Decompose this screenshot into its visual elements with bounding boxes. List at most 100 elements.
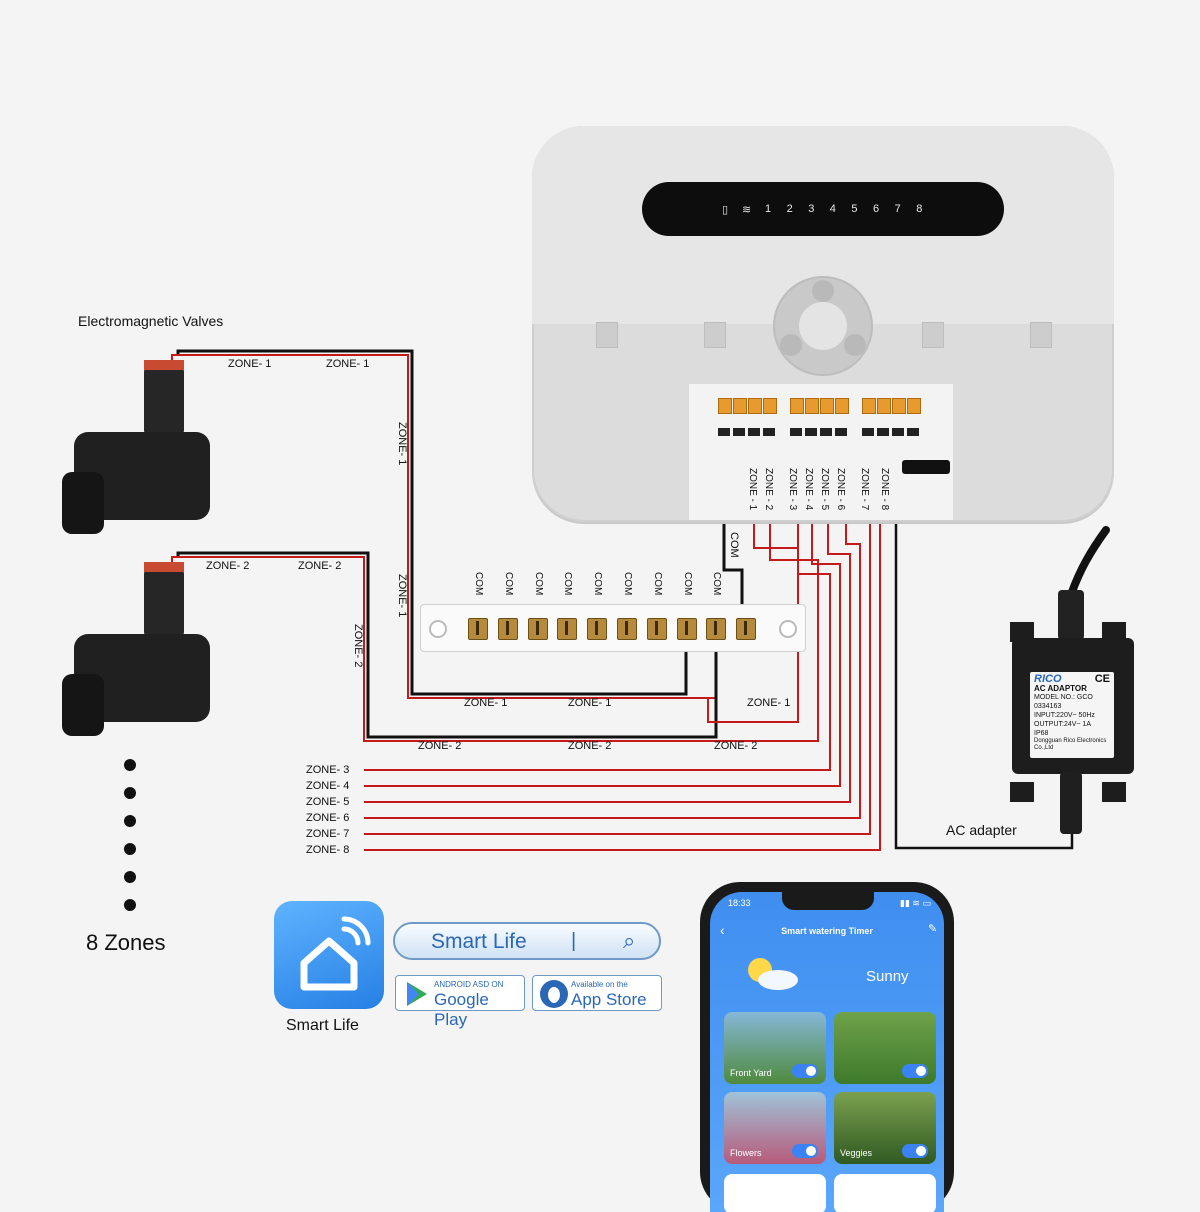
back-icon[interactable]: ‹ [720, 922, 725, 938]
bus-com-label: COM [592, 572, 604, 596]
adapter-cable-strain-relief [1058, 590, 1084, 640]
label-zone1-vertical-b: ZONE- 1 [396, 574, 408, 618]
display-digit: 4 [829, 203, 836, 215]
valve-2-solenoid [144, 568, 184, 638]
zones-caption: 8 Zones [86, 930, 166, 955]
terminal-label: ZONE - 3 [787, 468, 798, 511]
pad-up-button[interactable] [812, 280, 834, 302]
bus-com-label: COM [562, 572, 574, 596]
bus-terminal [587, 618, 608, 640]
wire-terminal [877, 398, 891, 414]
smart-life-app-icon[interactable] [274, 901, 384, 1009]
bus-com-label: COM [681, 572, 693, 596]
wire-terminal [835, 398, 849, 414]
pad-left-button[interactable] [780, 334, 802, 356]
wire-zone3 [364, 432, 831, 771]
terminal-screw [790, 428, 802, 436]
wire-adapter [894, 472, 1074, 850]
display-digit: 7 [894, 203, 901, 215]
control-pad-center-button[interactable] [799, 302, 847, 350]
wire-terminal [748, 398, 762, 414]
valve-2-pipe [62, 674, 104, 736]
app-search-text: Smart Life [431, 930, 527, 953]
valve-1-cap [144, 360, 184, 370]
zone-tile-front-yard[interactable]: Front Yard [724, 1012, 826, 1084]
ellipsis-dot [124, 815, 136, 827]
edit-icon[interactable]: ✎ [928, 923, 938, 935]
pad-right-button[interactable] [844, 334, 866, 356]
adapter-mount-ear [1010, 622, 1034, 642]
google-play-badge[interactable]: ANDROID ASD ON Google Play [395, 975, 525, 1029]
label-zone6: ZONE- 6 [306, 812, 350, 824]
terminal-screw [907, 428, 919, 436]
adapter-mount-ear [1102, 782, 1126, 802]
bus-terminal [557, 618, 578, 640]
app-store-badge[interactable]: Available on the App Store [532, 975, 662, 1011]
label-zone1-bottom-c: ZONE- 1 [747, 697, 791, 709]
adapter-title: AC ADAPTOR [1034, 684, 1087, 693]
display-digit: 6 [873, 203, 880, 215]
terminal-screw [820, 428, 832, 436]
add-tile[interactable] [834, 1174, 936, 1212]
bus-terminal [617, 618, 637, 640]
label-zone1-bottom-b: ZONE- 1 [568, 697, 612, 709]
zone-tile-veggies[interactable]: Veggies [834, 1092, 936, 1164]
wire-zone1-black [176, 349, 688, 696]
busbar-mount-hole-left [429, 620, 447, 638]
adapter-caption: AC adapter [946, 822, 1017, 838]
zone-toggle[interactable] [902, 1144, 928, 1158]
valves-title: Electromagnetic Valves [78, 313, 224, 329]
zone-toggle[interactable] [792, 1064, 818, 1078]
app-search-bar[interactable]: Smart Life | ⌕ [393, 922, 661, 960]
bus-terminal [706, 618, 727, 640]
label-zone2-bottom-a: ZONE- 2 [418, 740, 462, 752]
wifi-icon: ≋ [742, 204, 752, 216]
bus-com-label: COM [502, 572, 514, 596]
phone-screen: 18:33 ▮▮ ≋ ▭ ‹ Smart watering Timer ✎ Su… [710, 892, 944, 1212]
wire-mains [1068, 526, 1110, 596]
terminal-label: ZONE - 1 [747, 468, 758, 511]
bus-com-label: COM [532, 572, 544, 596]
terminal-screw [748, 428, 760, 436]
cover-tab [704, 322, 726, 348]
google-play-text: Google Play [434, 990, 489, 1029]
cover-tab [596, 322, 618, 348]
home-wifi-icon [300, 916, 371, 991]
adapter-brand: RICO [1034, 673, 1062, 685]
display-digit: 3 [808, 203, 815, 215]
display-digit: 8 [916, 203, 923, 215]
wire-terminal [862, 398, 876, 414]
adapter-rating: IP68 [1034, 730, 1049, 737]
display-digit: 5 [851, 203, 858, 215]
battery-icon: ▯ [722, 204, 729, 216]
ellipsis-dot [124, 843, 136, 855]
wire-terminal [718, 398, 732, 414]
zone-tile-label: Front Yard [730, 1068, 772, 1078]
apple-icon [540, 980, 568, 1008]
zone-tile-lawn[interactable] [834, 1012, 936, 1084]
add-tile[interactable] [724, 1174, 826, 1212]
bus-terminal [676, 618, 697, 640]
zone-toggle[interactable] [902, 1064, 928, 1078]
terminal-screw [835, 428, 847, 436]
zone-tile-flowers[interactable]: Flowers [724, 1092, 826, 1164]
terminal-label: ZONE - 6 [835, 468, 846, 511]
zone-toggle[interactable] [792, 1144, 818, 1158]
search-icon[interactable]: ⌕ [623, 928, 636, 953]
adapter-mount-ear [1102, 622, 1126, 642]
controller-display [642, 182, 1004, 236]
label-com-wire: COM [728, 532, 740, 558]
ellipsis-dot [124, 899, 136, 911]
label-zone2-vertical: ZONE- 2 [352, 624, 364, 668]
label-zone4: ZONE- 4 [306, 780, 350, 792]
adapter-model: MODEL NO.: GCO 0334163 [1034, 694, 1093, 710]
bus-com-label: COM [711, 572, 723, 596]
wire-terminal [733, 398, 747, 414]
label-zone5: ZONE- 5 [306, 796, 350, 808]
label-zone1-a: ZONE- 1 [228, 358, 272, 370]
valve-1-solenoid [144, 366, 184, 436]
terminal-screw [862, 428, 874, 436]
status-time: 18:33 [728, 898, 751, 908]
bus-terminal [736, 618, 757, 640]
power-jack [902, 460, 950, 474]
